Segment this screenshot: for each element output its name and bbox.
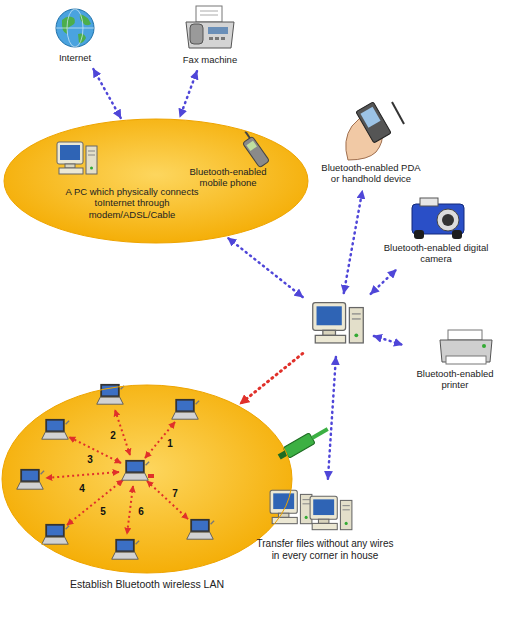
desktop-pc-icon <box>57 142 97 174</box>
printer-node: Bluetooth-enabled printer <box>405 328 505 394</box>
pc-zone-ellipse: A PC which physically connects toInterne… <box>2 118 310 244</box>
node-label: Transfer files without any wires in ever… <box>253 538 397 562</box>
hub-pc-icon <box>313 303 364 343</box>
bluetooth-link <box>93 69 120 118</box>
callout-number: 7 <box>172 488 178 499</box>
transfer-pc-icon <box>270 490 312 523</box>
phone-node: Bluetooth-enabled mobile phone <box>180 136 276 192</box>
globe-icon <box>56 9 94 47</box>
lan-link-arrow <box>240 353 302 403</box>
callout-number: 6 <box>138 506 144 517</box>
lan-ellipse: Establish Bluetooth wireless LAN <box>0 384 294 594</box>
bluetooth-link <box>344 191 363 293</box>
zone-outline <box>2 118 310 244</box>
mobile-phone-icon <box>238 130 270 168</box>
node-label: Fax machine <box>171 54 249 65</box>
camera-node: Bluetooth-enabled digital camera <box>380 196 492 268</box>
node-label: Bluetooth-enabled mobile phone <box>183 166 273 189</box>
callout-number: 5 <box>100 506 106 517</box>
node-label: Internet <box>43 52 107 63</box>
digital-camera-icon <box>412 198 464 239</box>
lan-spoke <box>46 410 188 534</box>
node-label: Establish Bluetooth wireless LAN <box>3 578 291 591</box>
bluetooth-link <box>228 238 303 297</box>
bluetooth-link <box>180 71 197 117</box>
fax-node: Fax machine <box>168 4 252 68</box>
printer-icon <box>440 330 492 364</box>
cable-plug-icon <box>276 424 330 462</box>
internet-node: Internet <box>40 6 110 66</box>
node-label: Bluetooth-enabled PDA or handhold device <box>319 162 423 185</box>
bluetooth-link <box>328 357 336 479</box>
node-label: Bluetooth-enabled printer <box>408 368 502 391</box>
pc-zone-fill <box>4 119 308 243</box>
node-label: Bluetooth-enabled digital camera <box>383 242 489 265</box>
callout-number: 4 <box>79 483 85 494</box>
bluetooth-link <box>374 336 402 345</box>
callout-number: 1 <box>167 438 173 449</box>
lan-zone-fill <box>2 385 292 573</box>
fax-icon <box>186 6 234 48</box>
file-transfer-node: Transfer files without any wires in ever… <box>250 482 400 565</box>
pda-icon <box>346 102 404 160</box>
pda-node: Bluetooth-enabled PDA or handhold device <box>316 98 426 188</box>
bluetooth-link <box>371 270 396 294</box>
callout-number: 2 <box>110 430 116 441</box>
zone-outline <box>0 384 294 574</box>
transfer-pc-icon <box>310 496 352 529</box>
hub-pc-node <box>305 296 371 354</box>
laptop-icon <box>17 384 214 559</box>
callout-number: 3 <box>87 454 93 465</box>
node-label: A PC which physically connects toInterne… <box>52 186 212 220</box>
